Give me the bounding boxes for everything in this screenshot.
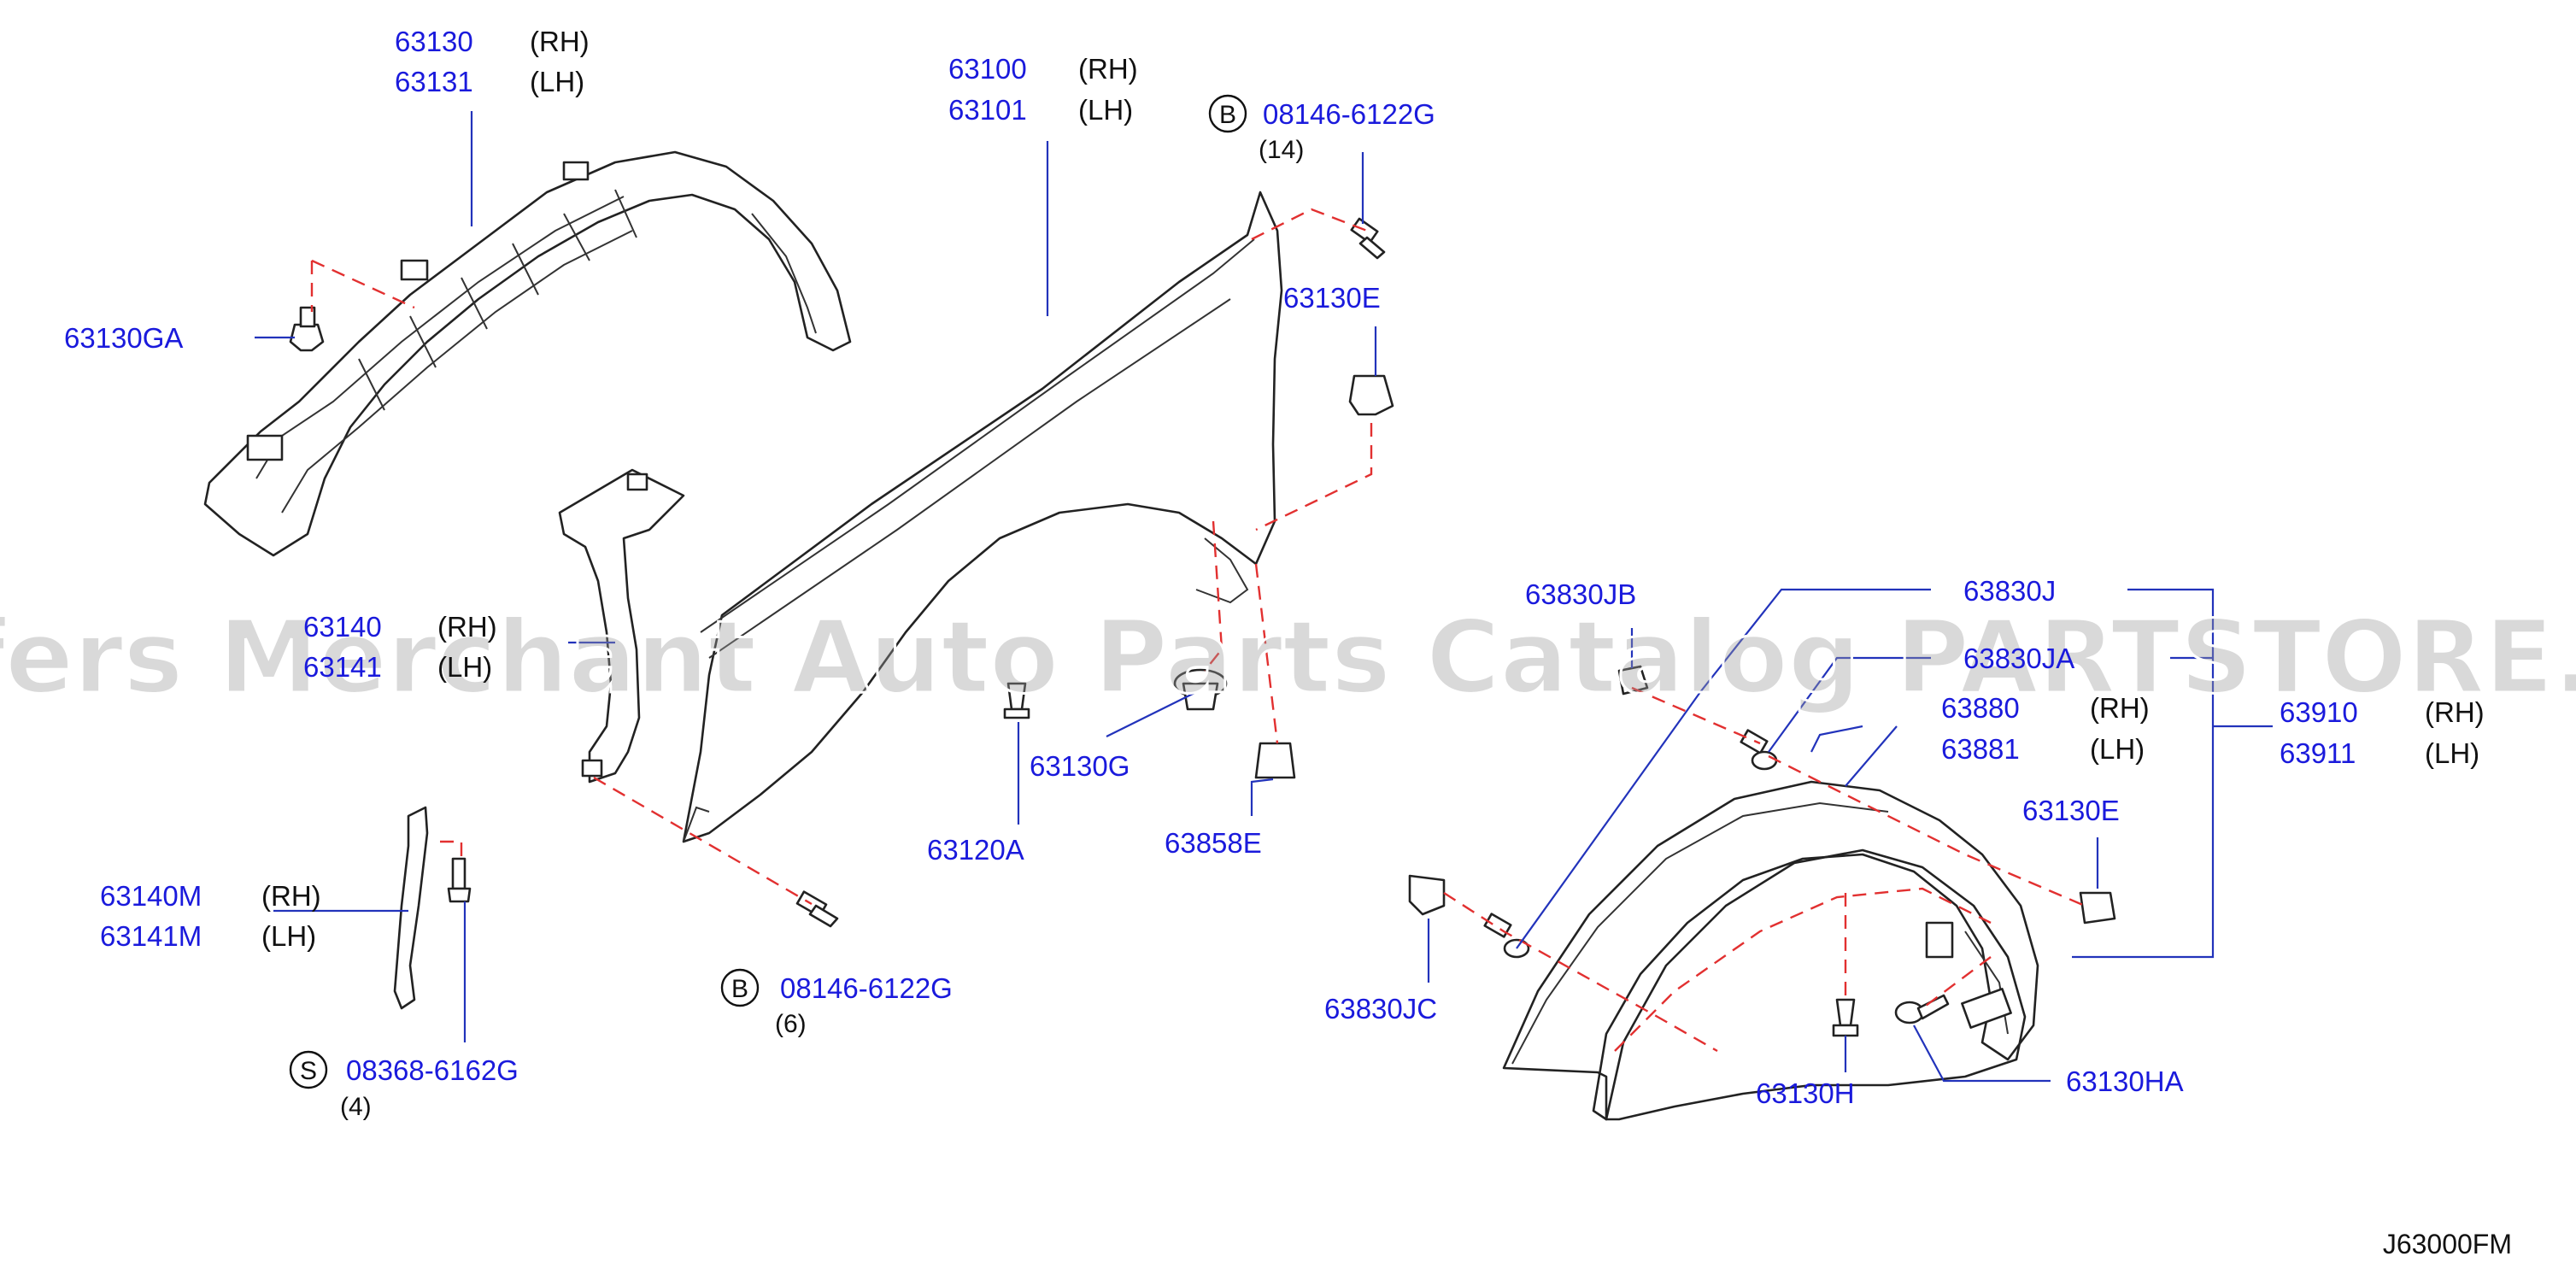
screw-63120A bbox=[1003, 682, 1030, 719]
inner-fender-liner-drawing bbox=[203, 150, 852, 557]
part-number-63131[interactable]: 63131 bbox=[395, 66, 473, 97]
watermark: Offers Merchant Auto Parts Catalog PARTS… bbox=[0, 598, 2576, 716]
leader-lines bbox=[255, 111, 2273, 1083]
part-number-63140[interactable]: 63140 bbox=[303, 611, 382, 643]
part-number-63120A[interactable]: 63120A bbox=[927, 834, 1024, 866]
marker-b-letter: B bbox=[731, 975, 748, 1003]
marker-s-letter: S bbox=[300, 1057, 317, 1085]
part-number-63130E[interactable]: 63130E bbox=[1283, 282, 1381, 314]
part-number-08368-6162G[interactable]: 08368-6162G bbox=[346, 1054, 519, 1086]
bolt-08146-bottom bbox=[795, 890, 839, 928]
part-number-63100[interactable]: 63100 bbox=[948, 53, 1027, 85]
part-number-63830J[interactable]: 63830J bbox=[1963, 575, 2056, 607]
part-number-63830JA[interactable]: 63830JA bbox=[1963, 643, 2074, 674]
callout-63130H[interactable]: 63130H bbox=[1756, 1077, 1855, 1109]
quantity-label: (6) bbox=[775, 1010, 807, 1038]
quantity-label: (14) bbox=[1259, 136, 1304, 164]
clip-63130G bbox=[1173, 668, 1228, 711]
callout-63130G[interactable]: 63130G bbox=[1030, 750, 1130, 782]
clip-63130E-top bbox=[1348, 374, 1394, 416]
callout-63140[interactable]: 63140 (RH) 63141 (LH) bbox=[303, 611, 497, 683]
side-label: (RH) bbox=[437, 611, 497, 643]
callout-63830JA[interactable]: 63830JA bbox=[1963, 643, 2074, 674]
part-number-63130H[interactable]: 63130H bbox=[1756, 1077, 1855, 1109]
side-label: (LH) bbox=[2425, 737, 2479, 769]
clip-63130GA bbox=[289, 306, 325, 352]
side-label: (LH) bbox=[1078, 94, 1133, 126]
part-number-63130E[interactable]: 63130E bbox=[2022, 795, 2120, 826]
side-label: (LH) bbox=[2090, 733, 2145, 765]
side-label: (RH) bbox=[2090, 692, 2150, 724]
part-number-63141[interactable]: 63141 bbox=[303, 651, 382, 683]
bolt-08146-top bbox=[1350, 217, 1386, 260]
diagram-code: J63000FM bbox=[2383, 1229, 2512, 1259]
callout-63120A[interactable]: 63120A bbox=[927, 834, 1024, 866]
part-number-63910[interactable]: 63910 bbox=[2280, 696, 2358, 728]
front-fender-drawing bbox=[682, 191, 1283, 843]
screw-63130HA bbox=[1894, 994, 1950, 1024]
side-label: (LH) bbox=[261, 920, 316, 952]
part-number-63911[interactable]: 63911 bbox=[2280, 737, 2356, 769]
side-label: (RH) bbox=[2425, 696, 2485, 728]
side-label: (RH) bbox=[530, 26, 590, 57]
part-number-63858E[interactable]: 63858E bbox=[1165, 827, 1262, 859]
callout-63880[interactable]: 63880 (RH) 63881 (LH) bbox=[1941, 692, 2150, 765]
marker-b-circle bbox=[720, 968, 760, 1007]
screw-08368 bbox=[447, 857, 472, 903]
callout-63830J[interactable]: 63830J bbox=[1963, 575, 2056, 607]
callout-63130HA[interactable]: 63130HA bbox=[2066, 1065, 2184, 1097]
fasteners bbox=[289, 217, 2116, 1037]
callout-08146-6122G-bottom[interactable]: B 08146-6122G (6) bbox=[720, 968, 953, 1038]
clip-63830JC bbox=[1408, 874, 1446, 916]
part-number-63140M[interactable]: 63140M bbox=[100, 880, 202, 912]
fender-bracket-drawing bbox=[558, 468, 685, 784]
part-number-63130GA[interactable]: 63130GA bbox=[64, 322, 183, 354]
side-label: (RH) bbox=[1078, 53, 1138, 85]
part-number-08146-6122G[interactable]: 08146-6122G bbox=[1263, 98, 1435, 130]
clip-63858E bbox=[1254, 742, 1296, 779]
callout-08368-6162G[interactable]: S 08368-6162G (4) bbox=[289, 1050, 519, 1121]
clip-63830JB bbox=[1617, 665, 1649, 696]
side-label: (LH) bbox=[530, 66, 584, 97]
part-number-63141M[interactable]: 63141M bbox=[100, 920, 202, 952]
quantity-label: (4) bbox=[340, 1093, 372, 1121]
marker-s-circle bbox=[289, 1050, 328, 1089]
part-number-63881[interactable]: 63881 bbox=[1941, 733, 2020, 765]
callout-63910[interactable]: 63910 (RH) 63911 (LH) bbox=[2280, 696, 2485, 769]
callout-63130E-top[interactable]: 63130E bbox=[1283, 282, 1381, 314]
part-number-63880[interactable]: 63880 bbox=[1941, 692, 2020, 724]
callout-63130[interactable]: 63130 (RH) 63131 (LH) bbox=[395, 26, 590, 97]
part-number-63130G[interactable]: 63130G bbox=[1030, 750, 1130, 782]
screw-63130H bbox=[1832, 998, 1859, 1037]
callout-63140M[interactable]: 63140M (RH) 63141M (LH) bbox=[100, 880, 321, 952]
assembly-lines bbox=[310, 208, 2086, 1053]
callout-63830JB[interactable]: 63830JB bbox=[1525, 578, 1636, 610]
callout-63100[interactable]: 63100 (RH) 63101 (LH) bbox=[948, 53, 1138, 126]
side-label: (LH) bbox=[437, 651, 492, 683]
bolt-63830J bbox=[1483, 913, 1530, 959]
callout-63830JC[interactable]: 63830JC bbox=[1324, 993, 1437, 1024]
callout-63130E-right[interactable]: 63130E bbox=[2022, 795, 2120, 826]
clip-63130E-right bbox=[2079, 891, 2116, 925]
part-number-08146-6122G[interactable]: 08146-6122G bbox=[780, 972, 953, 1004]
overfender-drawing bbox=[1502, 780, 2039, 1121]
marker-b-circle bbox=[1208, 94, 1247, 133]
part-number-63130HA[interactable]: 63130HA bbox=[2066, 1065, 2184, 1097]
callout-63858E[interactable]: 63858E bbox=[1165, 827, 1262, 859]
marker-b-letter: B bbox=[1219, 101, 1236, 129]
part-number-63101[interactable]: 63101 bbox=[948, 94, 1027, 126]
part-number-63130[interactable]: 63130 bbox=[395, 26, 473, 57]
lower-bracket-drawing bbox=[393, 806, 429, 1010]
side-label: (RH) bbox=[261, 880, 321, 912]
callout-08146-6122G-top[interactable]: B 08146-6122G (14) bbox=[1208, 94, 1435, 164]
part-number-63830JC[interactable]: 63830JC bbox=[1324, 993, 1437, 1024]
callout-63130GA[interactable]: 63130GA bbox=[64, 322, 183, 354]
part-number-63830JB[interactable]: 63830JB bbox=[1525, 578, 1636, 610]
